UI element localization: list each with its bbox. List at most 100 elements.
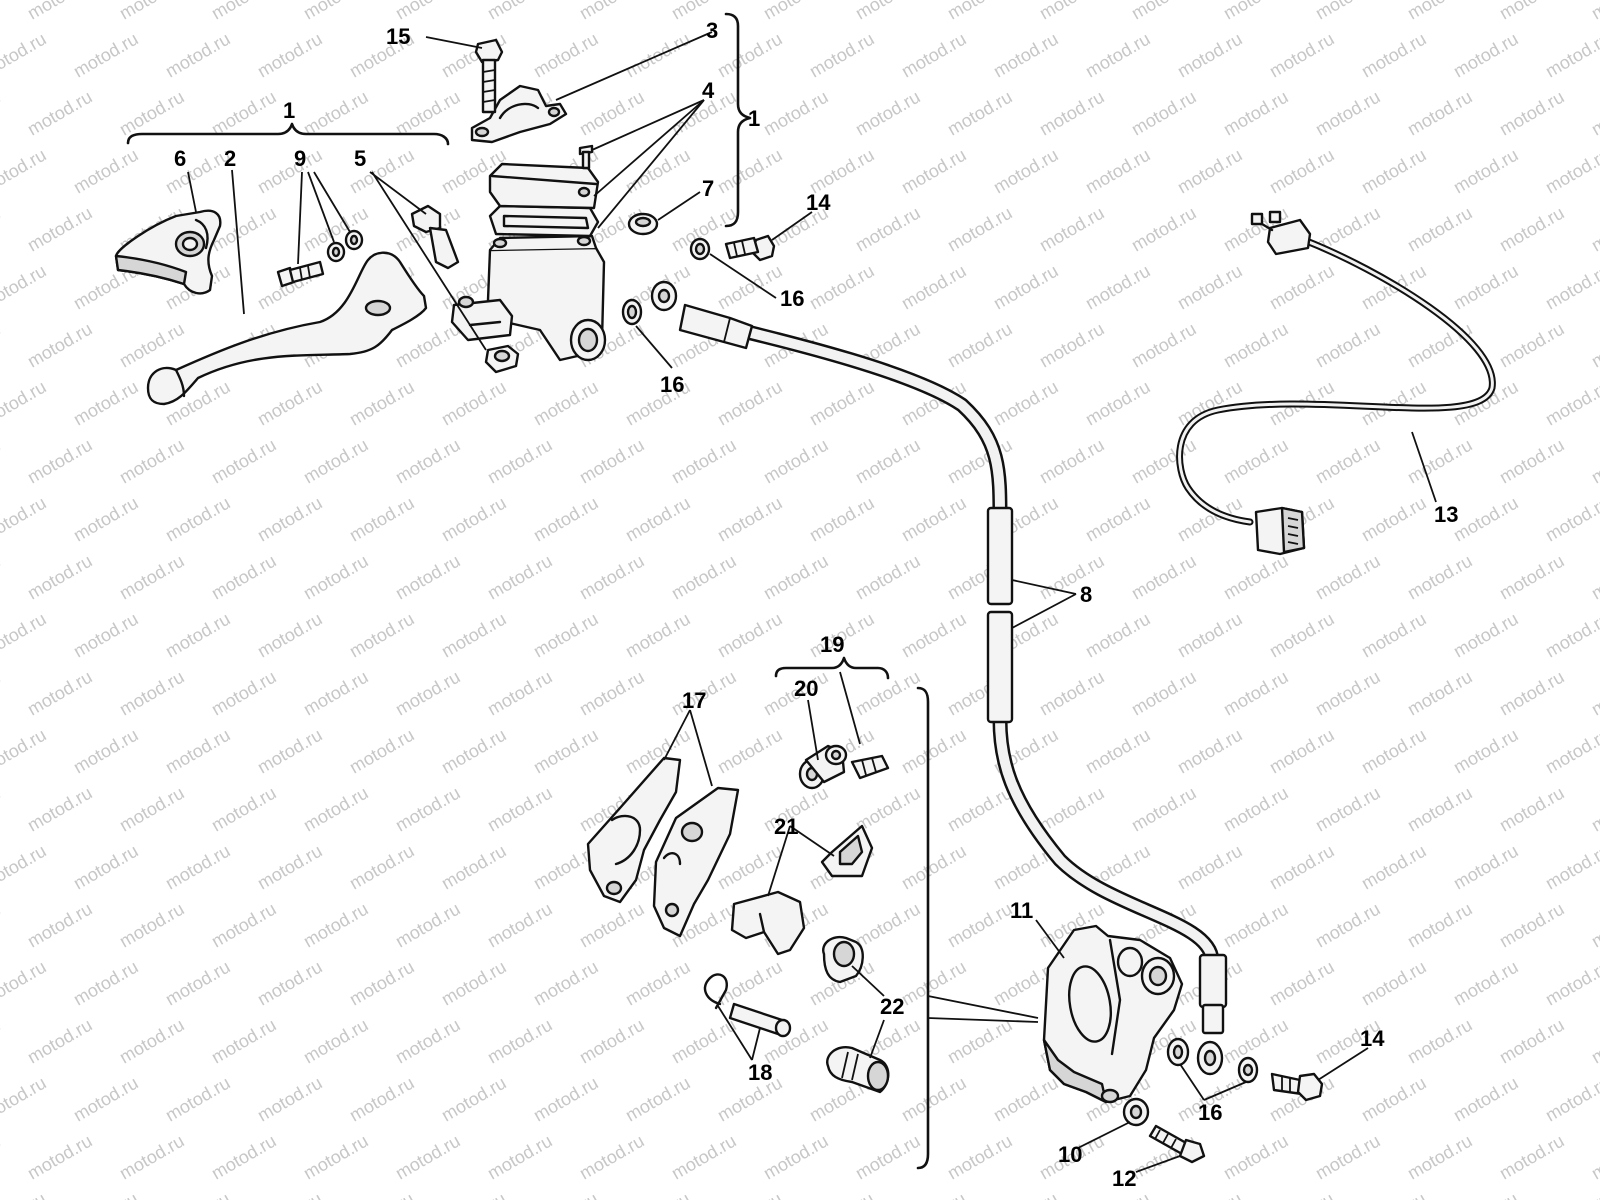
watermark-text: motod.ru (254, 609, 326, 662)
hose-sleeve-lower (986, 610, 1014, 724)
brake-switch (1266, 218, 1312, 256)
master-cylinder (410, 38, 776, 374)
watermark-text: motod.ru (530, 493, 602, 546)
watermark-text: motod.ru (346, 493, 418, 546)
watermark-text: motod.ru (714, 493, 786, 546)
watermark-text: motod.ru (24, 899, 96, 952)
callout-6: 6 (174, 146, 186, 171)
watermark-text: motod.ru (438, 725, 510, 778)
watermark-text: motod.ru (70, 957, 142, 1010)
watermark-text: motod.ru (1496, 435, 1568, 488)
watermark-text: motod.ru (0, 1131, 4, 1184)
hose-fitting-lower (1198, 953, 1228, 1009)
watermark-text: motod.ru (0, 1189, 50, 1200)
watermark-text: motod.ru (1082, 493, 1154, 546)
watermark-text: motod.ru (1358, 29, 1430, 82)
watermark-text: motod.ru (1220, 1015, 1292, 1068)
watermark-text: motod.ru (0, 29, 50, 82)
watermark-text: motod.ru (760, 435, 832, 488)
callout-10: 10 (1058, 1142, 1082, 1167)
callout-7: 7 (702, 176, 714, 201)
watermark-text: motod.ru (1588, 319, 1600, 372)
watermark-text: motod.ru (944, 783, 1016, 836)
watermark-text: motod.ru (1220, 1131, 1292, 1184)
watermark-text: motod.ru (1450, 1189, 1522, 1200)
watermark-text: motod.ru (714, 841, 786, 894)
watermark-text: motod.ru (1588, 667, 1600, 720)
watermark-text: motod.ru (1128, 667, 1200, 720)
watermark-text: motod.ru (346, 841, 418, 894)
watermark-text: motod.ru (1358, 493, 1430, 546)
callout-5: 5 (354, 146, 366, 171)
watermark-text: motod.ru (1266, 29, 1338, 82)
watermark-text: motod.ru (1588, 1015, 1600, 1068)
bleeder-valve (798, 744, 890, 790)
watermark-text: motod.ru (1266, 609, 1338, 662)
watermark-text: motod.ru (1036, 0, 1108, 23)
watermark-text: motod.ru (438, 377, 510, 430)
watermark-text: motod.ru (1542, 1073, 1600, 1126)
watermark-text: motod.ru (1312, 87, 1384, 140)
watermark-text: motod.ru (0, 145, 50, 198)
callout-19: 19 (820, 632, 844, 657)
watermark-text: motod.ru (576, 667, 648, 720)
watermark-text: motod.ru (806, 377, 878, 430)
watermark-text: motod.ru (1312, 899, 1384, 952)
watermark-text: motod.ru (1496, 0, 1568, 23)
watermark-text: motod.ru (484, 435, 556, 488)
watermark-text: motod.ru (162, 493, 234, 546)
watermark-text: motod.ru (1266, 145, 1338, 198)
watermark-text: motod.ru (1404, 551, 1476, 604)
watermark-text: motod.ru (530, 957, 602, 1010)
pad-pin (703, 973, 792, 1038)
caliper-bushings (822, 935, 890, 1094)
watermark-text: motod.ru (300, 899, 372, 952)
watermark-text: motod.ru (24, 203, 96, 256)
watermark-text: motod.ru (1036, 319, 1108, 372)
watermark-text: motod.ru (346, 377, 418, 430)
watermark-text: motod.ru (0, 551, 4, 604)
handlebar-clamp (470, 84, 568, 144)
watermark-text: motod.ru (576, 435, 648, 488)
watermark-text: motod.ru (1542, 725, 1600, 778)
watermark-text: motod.ru (576, 1131, 648, 1184)
watermark-text: motod.ru (116, 319, 188, 372)
watermark-text: motod.ru (254, 377, 326, 430)
watermark-text: motod.ru (392, 667, 464, 720)
watermark-text: motod.ru (1496, 899, 1568, 952)
pivot-pin (410, 204, 442, 234)
watermark-text: motod.ru (1450, 493, 1522, 546)
watermark-text: motod.ru (990, 1189, 1062, 1200)
watermark-text: motod.ru (576, 87, 648, 140)
watermark-text: motod.ru (1082, 261, 1154, 314)
watermark-text: motod.ru (576, 1015, 648, 1068)
watermark-text: motod.ru (24, 667, 96, 720)
watermark-text: motod.ru (392, 87, 464, 140)
watermark-text: motod.ru (806, 493, 878, 546)
watermark-text: motod.ru (1220, 0, 1292, 23)
watermark-text: motod.ru (1496, 667, 1568, 720)
watermark-text: motod.ru (1450, 609, 1522, 662)
watermark-text: motod.ru (24, 0, 96, 23)
watermark-text: motod.ru (346, 725, 418, 778)
watermark-text: motod.ru (1312, 551, 1384, 604)
callout-1-master-cylinder: 1 (748, 106, 760, 131)
watermark-text: motod.ru (300, 87, 372, 140)
watermark-text: motod.ru (668, 0, 740, 23)
hose-sleeve-upper (986, 506, 1014, 606)
watermark-text: motod.ru (0, 841, 50, 894)
callout-15: 15 (386, 24, 410, 49)
watermark-text: motod.ru (438, 1189, 510, 1200)
watermark-text: motod.ru (1496, 87, 1568, 140)
watermark-text: motod.ru (254, 493, 326, 546)
watermark-text: motod.ru (484, 667, 556, 720)
watermark-text: motod.ru (1404, 899, 1476, 952)
watermark-text: motod.ru (898, 609, 970, 662)
watermark-text: motod.ru (714, 957, 786, 1010)
watermark-text: motod.ru (898, 1189, 970, 1200)
brake-caliper (1042, 924, 1184, 1104)
watermark-text: motod.ru (0, 957, 50, 1010)
watermark-text: motod.ru (300, 783, 372, 836)
watermark-text: motod.ru (1404, 0, 1476, 23)
